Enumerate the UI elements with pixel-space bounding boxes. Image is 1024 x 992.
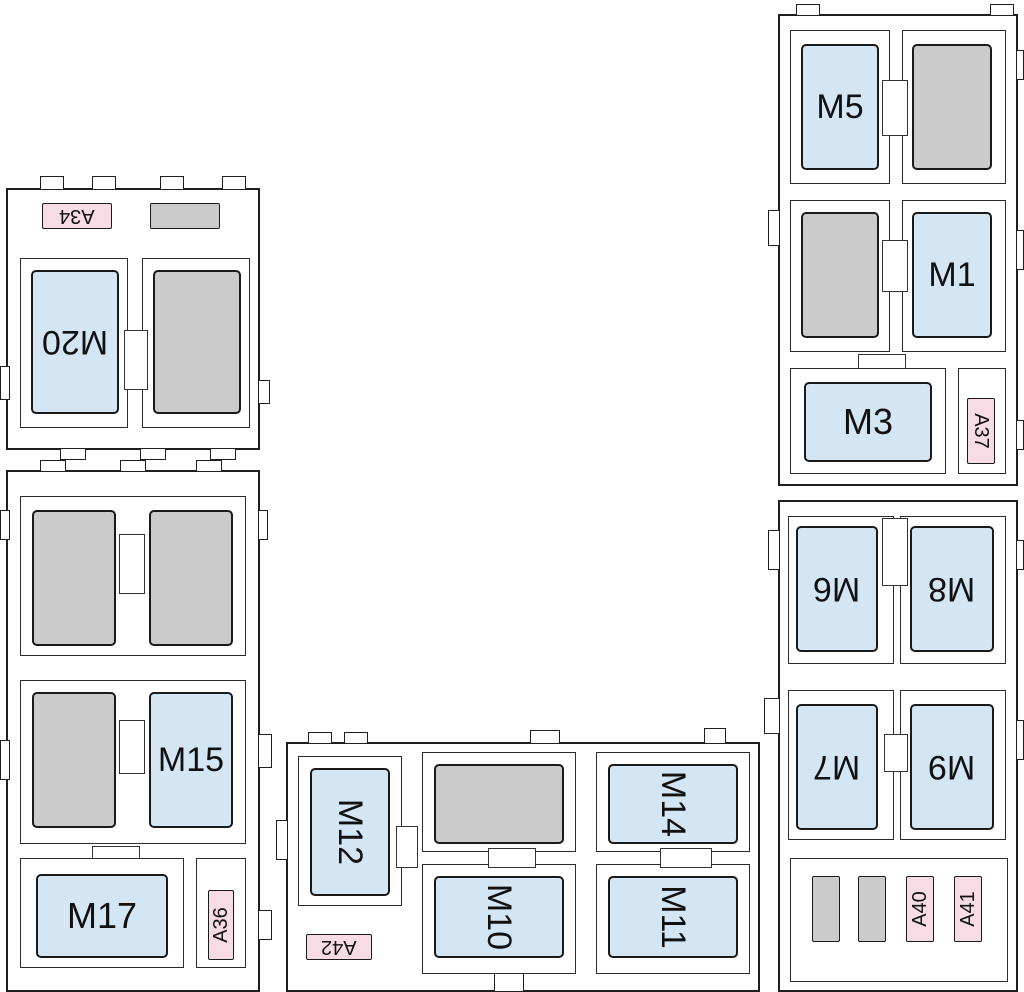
relay-m20-label: M20 <box>41 323 109 361</box>
relay-center-slot <box>882 518 908 586</box>
relay-m11-label: M11 <box>654 885 692 949</box>
housing-tab <box>0 366 10 400</box>
relay-center-slot <box>119 720 145 774</box>
relay-center-slot <box>884 734 908 772</box>
housing-tab <box>530 730 560 744</box>
housing-tab <box>196 460 222 472</box>
fuse-slot-empty <box>858 876 886 942</box>
housing-tab <box>0 740 10 780</box>
relay-m1-label: M1 <box>928 256 976 294</box>
relay-m10-label: M10 <box>479 883 518 951</box>
housing-tab <box>40 176 64 190</box>
housing-tab <box>1016 540 1024 570</box>
relay-slot-empty <box>434 764 564 844</box>
fuse-a37-label: A37 <box>970 413 992 449</box>
fuse-a42[interactable]: A42 <box>306 934 372 960</box>
housing-tab <box>1016 230 1024 270</box>
relay-center-slot <box>882 80 908 136</box>
relay-m5[interactable]: M5 <box>801 44 879 170</box>
relay-m9-label: M9 <box>928 748 976 786</box>
relay-m6[interactable]: M6 <box>796 526 878 652</box>
fuse-slot-empty <box>812 876 840 942</box>
fuse-a37[interactable]: A37 <box>967 398 995 464</box>
relay-m12-label: M12 <box>330 798 369 866</box>
relay-center-slot <box>396 826 418 868</box>
housing-tab <box>768 530 780 570</box>
fuse-a41[interactable]: A41 <box>954 876 982 942</box>
relay-m12[interactable]: M12 <box>310 768 390 896</box>
relay-m15-label: M15 <box>157 741 225 779</box>
housing-tab <box>140 448 166 460</box>
housing-tab <box>258 910 272 940</box>
fuse-a40[interactable]: A40 <box>906 876 934 942</box>
relay-m14[interactable]: M14 <box>608 764 738 844</box>
relay-m7-label: M7 <box>813 748 861 786</box>
fuse-a41-label: A41 <box>957 891 979 927</box>
housing-tab <box>60 448 86 460</box>
housing-tab <box>258 734 272 768</box>
housing-tab <box>768 210 780 246</box>
housing-tab <box>1016 720 1024 760</box>
relay-slot-empty <box>912 44 992 170</box>
housing-tab <box>40 460 66 472</box>
housing-tab <box>258 380 270 404</box>
housing-tab <box>276 820 288 860</box>
housing-tab <box>764 698 780 734</box>
housing-tab <box>160 176 184 190</box>
housing-tab <box>796 4 820 16</box>
housing-tab <box>704 728 726 744</box>
relay-m1[interactable]: M1 <box>912 212 992 338</box>
relay-m3-label: M3 <box>842 401 893 442</box>
housing-tab <box>210 448 236 460</box>
housing-tab <box>308 732 332 744</box>
relay-m5-label: M5 <box>816 88 864 126</box>
housing-tab <box>1016 420 1024 450</box>
relay-m3[interactable]: M3 <box>804 382 932 462</box>
relay-slot-empty <box>32 692 116 828</box>
relay-m14-label: M14 <box>653 770 692 838</box>
fuse-slot-empty <box>150 203 220 229</box>
relay-center-slot <box>660 848 712 868</box>
relay-m8-label: M8 <box>928 570 976 608</box>
housing-tab <box>990 4 1014 16</box>
relay-m20[interactable]: M20 <box>31 270 119 414</box>
fuse-a40-label: A40 <box>909 891 931 927</box>
relay-m10[interactable]: M10 <box>434 876 564 958</box>
fuse-a34[interactable]: A34 <box>42 203 112 229</box>
fuse-a36-label: A36 <box>210 907 232 943</box>
relay-m15[interactable]: M15 <box>149 692 233 828</box>
relay-m17[interactable]: M17 <box>36 874 168 958</box>
relay-center-slot <box>882 240 908 292</box>
housing-tab <box>0 510 10 540</box>
relay-center-slot <box>488 848 536 868</box>
relay-m7[interactable]: M7 <box>796 704 878 830</box>
relay-slot-empty <box>32 510 116 646</box>
relay-slot-empty <box>149 510 233 646</box>
relay-slot-empty <box>153 270 241 414</box>
relay-slot-empty <box>801 212 879 338</box>
fuse-a42-label: A42 <box>321 936 357 958</box>
fuse-a34-label: A34 <box>59 205 95 227</box>
relay-m8[interactable]: M8 <box>910 526 994 652</box>
relay-m11[interactable]: M11 <box>608 876 738 958</box>
housing-tab <box>258 510 268 540</box>
housing-tab <box>344 732 368 744</box>
housing-tab <box>1016 50 1024 80</box>
relay-m17-label: M17 <box>66 895 138 936</box>
relay-m9[interactable]: M9 <box>910 704 994 830</box>
relay-center-slot <box>119 534 145 594</box>
housing-tab <box>222 176 246 190</box>
fuse-a36[interactable]: A36 <box>208 890 234 960</box>
housing-tab <box>92 176 116 190</box>
relay-m6-label: M6 <box>813 570 861 608</box>
housing-tab <box>120 460 146 472</box>
relay-center-slot <box>124 330 148 390</box>
